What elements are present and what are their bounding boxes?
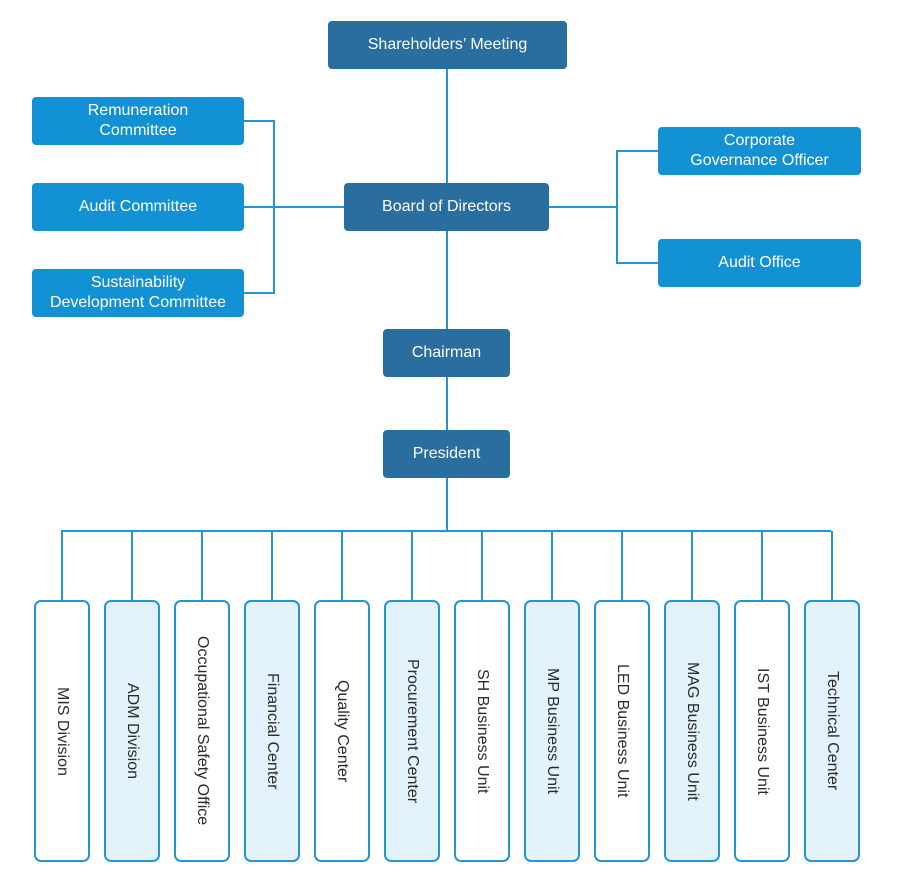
remuneration-committee-label-line1: Remuneration	[87, 102, 189, 119]
unit-mag-business-unit: MAG Business Unit	[664, 600, 720, 862]
unit-label: Financial Center	[264, 672, 281, 790]
unit-label: Procurement Center	[404, 658, 421, 804]
unit-occupational-safety-office: Occupational Safety Office	[174, 600, 230, 862]
sustainability-committee-label-line2: Development Committee	[49, 294, 227, 311]
remuneration-committee-node: Remuneration Committee	[32, 97, 244, 145]
chairman-label: Chairman	[411, 344, 482, 361]
unit-financial-center: Financial Center	[244, 600, 300, 862]
corporate-governance-officer-label-line1: Corporate	[723, 132, 796, 149]
remuneration-committee-label-line2: Committee	[99, 122, 177, 139]
committees-bracket-line	[244, 120, 275, 294]
unit-label: Technical Center	[824, 671, 841, 791]
unit-label: SH Business Unit	[474, 668, 491, 794]
audit-committee-label: Audit Committee	[78, 198, 198, 215]
board-of-directors-node: Board of Directors	[344, 183, 549, 231]
audit-office-label: Audit Office	[718, 254, 801, 271]
unit-mis-division: MIS Division	[34, 600, 90, 862]
unit-adm-division: ADM Division	[104, 600, 160, 862]
unit-label: MAG Business Unit	[684, 661, 701, 801]
unit-label: IST Business Unit	[754, 667, 771, 795]
unit-drop-lines	[61, 531, 833, 600]
unit-quality-center: Quality Center	[314, 600, 370, 862]
president-node: President	[383, 430, 510, 478]
unit-led-business-unit: LED Business Unit	[594, 600, 650, 862]
unit-technical-center: Technical Center	[804, 600, 860, 862]
audit-office-node: Audit Office	[658, 239, 861, 287]
corporate-governance-officer-node: Corporate Governance Officer	[658, 127, 861, 175]
unit-sh-business-unit: SH Business Unit	[454, 600, 510, 862]
unit-label: MP Business Unit	[544, 668, 561, 794]
unit-label: LED Business Unit	[614, 664, 631, 798]
officers-bracket-line	[616, 150, 658, 264]
president-label: President	[412, 445, 481, 462]
corporate-governance-officer-label-line2: Governance Officer	[690, 152, 829, 169]
unit-label: ADM Division	[124, 682, 141, 779]
board-of-directors-label: Board of Directors	[382, 198, 511, 215]
sustainability-committee-label-line1: Sustainability	[90, 274, 186, 291]
unit-label: Occupational Safety Office	[194, 636, 211, 826]
sustainability-development-committee-node: Sustainability Development Committee	[32, 269, 244, 317]
unit-procurement-center: Procurement Center	[384, 600, 440, 862]
unit-mp-business-unit: MP Business Unit	[524, 600, 580, 862]
unit-ist-business-unit: IST Business Unit	[734, 600, 790, 862]
audit-committee-node: Audit Committee	[32, 183, 244, 231]
unit-label: MIS Division	[54, 686, 71, 776]
unit-label: Quality Center	[334, 679, 351, 783]
shareholders-meeting-node: Shareholders’ Meeting	[328, 21, 567, 69]
shareholders-meeting-label: Shareholders’ Meeting	[367, 36, 528, 53]
chairman-node: Chairman	[383, 329, 510, 377]
